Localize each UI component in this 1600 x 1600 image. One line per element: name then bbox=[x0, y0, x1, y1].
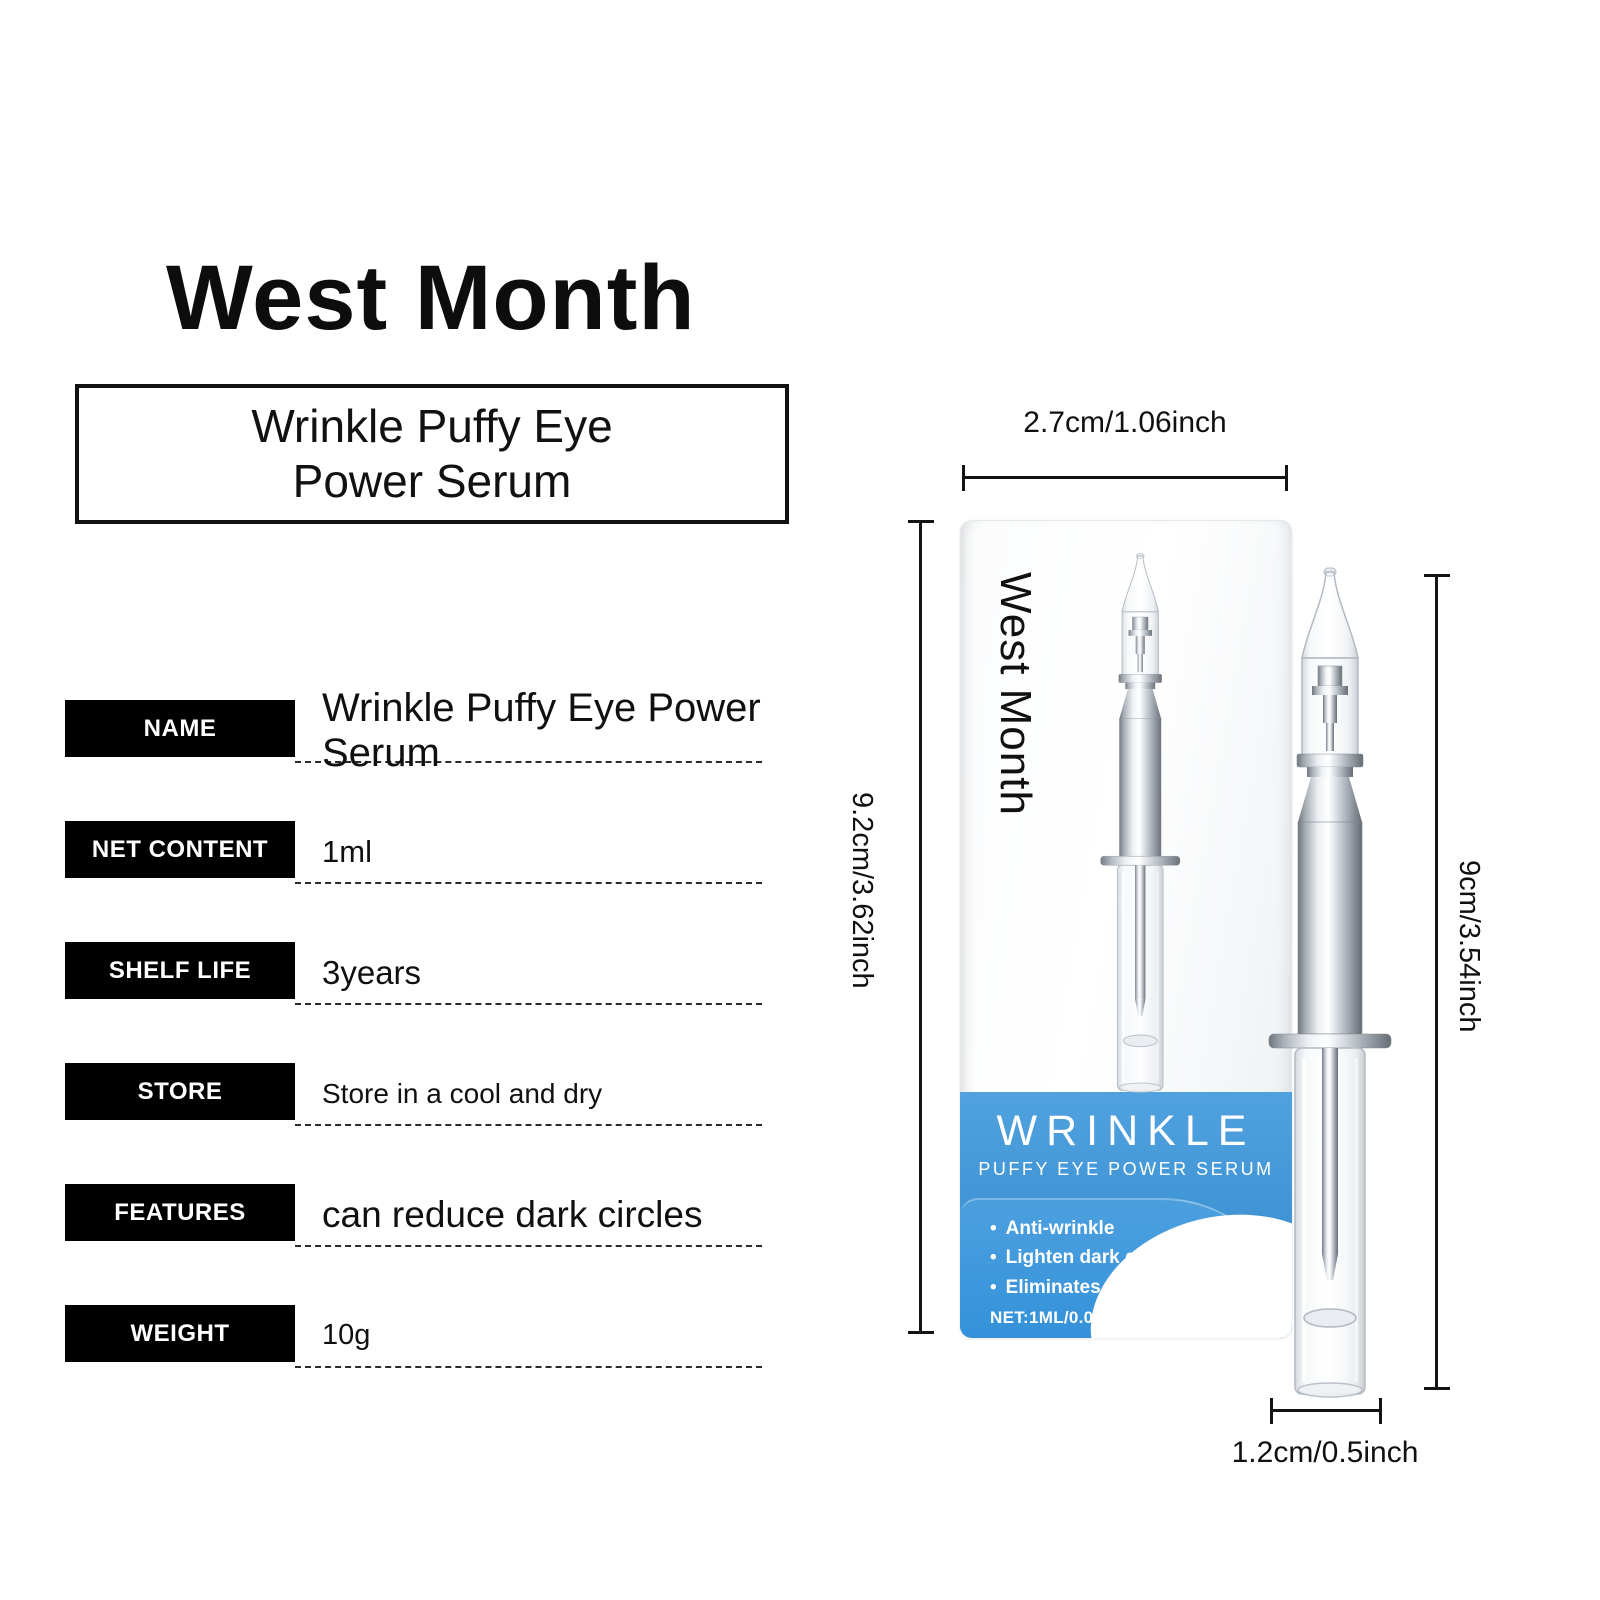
spec-label: SHELF LIFE bbox=[65, 942, 295, 999]
spec-row-store: STORE Store in a cool and dry bbox=[65, 1063, 762, 1127]
spec-label: NET CONTENT bbox=[65, 821, 295, 878]
product-title-line1: Wrinkle Puffy Eye bbox=[251, 399, 613, 452]
width-measure-line-top bbox=[962, 465, 1288, 491]
spec-label: STORE bbox=[65, 1063, 295, 1120]
dimension-box-height: 9.2cm/3.62inch bbox=[846, 792, 878, 989]
spec-row-weight: WEIGHT 10g bbox=[65, 1305, 762, 1369]
spec-value: can reduce dark circles bbox=[295, 1184, 762, 1247]
spec-label: FEATURES bbox=[65, 1184, 295, 1241]
package-title: WRINKLE bbox=[996, 1107, 1256, 1155]
package-brand-vertical: West Month bbox=[991, 572, 1040, 816]
spec-row-shelf-life: SHELF LIFE 3years bbox=[65, 942, 762, 1006]
package-blue-band: WRINKLE PUFFY EYE POWER SERUM Anti-wrink… bbox=[960, 1092, 1292, 1338]
dimension-pen-height: 9cm/3.54inch bbox=[1453, 860, 1485, 1033]
package-bullet: Anti-wrinkle bbox=[990, 1214, 1292, 1243]
spec-value: 10g bbox=[295, 1305, 762, 1368]
spec-value: 3years bbox=[295, 942, 762, 1005]
spec-value: Wrinkle Puffy Eye Power Serum bbox=[295, 686, 762, 775]
package-box: West Month WRINKLE PUFFY EYE POWER SERUM… bbox=[960, 520, 1292, 1338]
product-title-box: Wrinkle Puffy Eye Power Serum bbox=[75, 384, 789, 524]
brand-title: West Month bbox=[166, 247, 696, 349]
width-measure-line-bottom bbox=[1270, 1398, 1382, 1424]
dimension-box-width: 2.7cm/1.06inch bbox=[1023, 406, 1227, 439]
dimension-pen-width: 1.2cm/0.5inch bbox=[1231, 1436, 1419, 1469]
package-subtitle: PUFFY EYE POWER SERUM bbox=[978, 1159, 1274, 1179]
spec-row-features: FEATURES can reduce dark circles bbox=[65, 1184, 762, 1248]
spec-row-name: NAME Wrinkle Puffy Eye Power Serum bbox=[65, 686, 762, 775]
spec-value: Store in a cool and dry bbox=[295, 1063, 762, 1126]
product-title-line2: Power Serum bbox=[292, 455, 572, 507]
spec-label: NAME bbox=[65, 700, 295, 757]
spec-value: 1ml bbox=[295, 821, 762, 884]
spec-label: WEIGHT bbox=[65, 1305, 295, 1362]
spec-row-net-content: NET CONTENT 1ml bbox=[65, 821, 762, 885]
height-measure-line-right bbox=[1424, 574, 1450, 1390]
height-measure-line-left bbox=[908, 520, 934, 1334]
